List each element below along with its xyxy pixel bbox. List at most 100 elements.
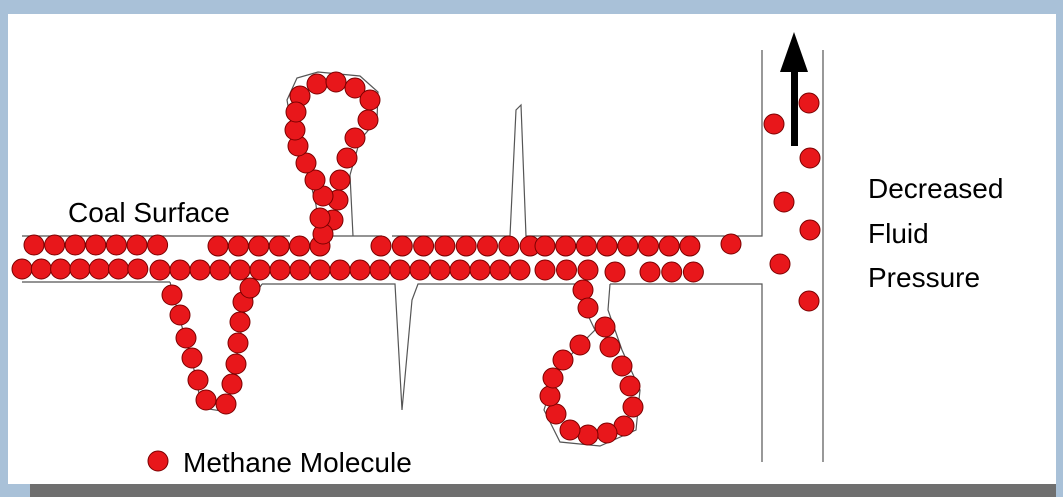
methane-molecule — [249, 259, 271, 281]
legend-label: Methane Molecule — [183, 447, 412, 478]
methane-molecule — [477, 235, 498, 257]
methane-molecule — [284, 119, 306, 141]
upward-arrow-icon — [780, 32, 808, 146]
methane-molecule — [661, 261, 683, 283]
methane-molecule — [429, 259, 451, 281]
methane-molecule — [325, 71, 347, 93]
methane-molecule — [344, 127, 366, 149]
legend-molecule-icon — [147, 450, 169, 472]
methane-molecule — [229, 259, 251, 281]
methane-molecule — [413, 235, 435, 257]
methane-molecule — [126, 234, 148, 256]
methane-molecule — [455, 235, 477, 257]
methane-molecule — [309, 207, 331, 229]
frame-shadow — [30, 484, 1056, 497]
methane-molecule — [169, 304, 191, 326]
methane-molecule — [295, 152, 317, 174]
methane-molecule — [207, 235, 229, 257]
methane-molecule — [596, 422, 618, 444]
methane-molecule — [370, 235, 392, 257]
methane-molecule — [569, 334, 591, 356]
methane-molecule — [639, 261, 661, 283]
methane-molecule — [617, 235, 639, 257]
methane-molecule — [720, 233, 742, 255]
methane-molecule — [658, 235, 680, 257]
methane-molecule — [181, 347, 203, 369]
methane-molecule — [769, 253, 791, 275]
methane-molecule — [50, 258, 72, 280]
methane-molecule — [229, 311, 251, 333]
methane-molecule — [127, 258, 149, 280]
methane-molecule — [329, 169, 351, 191]
methane-molecule — [161, 284, 183, 306]
methane-molecule — [682, 261, 704, 283]
methane-molecule — [23, 234, 45, 256]
methane-molecule — [88, 258, 110, 280]
methane-molecule — [599, 336, 621, 358]
methane-molecule — [227, 235, 249, 257]
methane-molecule — [611, 355, 633, 377]
methane-molecule — [69, 258, 91, 280]
coal-surface-label: Coal Surface — [68, 197, 230, 228]
methane-molecule — [577, 259, 599, 281]
methane-molecule — [798, 92, 820, 114]
methane-molecule — [534, 235, 556, 257]
methane-molecule — [434, 235, 456, 257]
methane-molecule — [773, 191, 795, 213]
methane-molecule — [604, 261, 626, 283]
methane-molecule — [577, 297, 599, 319]
pressure-label-line3: Pressure — [868, 262, 980, 293]
methane-molecule — [638, 235, 659, 257]
methane-molecule — [534, 259, 556, 281]
methane-molecule — [619, 375, 641, 397]
methane-molecule — [449, 259, 471, 281]
methane-molecule — [225, 353, 247, 375]
methane-molecule — [85, 234, 107, 256]
methane-molecule — [596, 235, 618, 257]
methane-molecule — [555, 235, 577, 257]
methane-molecule — [289, 259, 311, 281]
methane-molecule — [108, 258, 129, 280]
methane-molecule — [575, 235, 597, 257]
methane-molecule — [189, 259, 211, 281]
methane-molecule — [215, 393, 237, 415]
methane-molecule — [359, 89, 381, 111]
pressure-label-line2: Fluid — [868, 218, 929, 249]
methane-molecule — [572, 279, 594, 301]
methane-molecule — [309, 259, 331, 281]
methane-molecules — [11, 71, 821, 446]
methane-molecule — [559, 419, 581, 441]
methane-molecule — [30, 258, 52, 280]
methane-molecule — [798, 290, 820, 312]
methane-molecule — [304, 169, 326, 191]
methane-molecule — [349, 259, 371, 281]
methane-molecule — [64, 234, 86, 256]
methane-molecule — [268, 235, 290, 257]
methane-molecule — [469, 259, 491, 281]
methane-molecule — [149, 259, 171, 281]
methane-molecule — [248, 235, 270, 257]
pressure-label-line1: Decreased — [868, 173, 1003, 204]
methane-molecule — [329, 259, 351, 281]
methane-molecule — [209, 259, 231, 281]
methane-molecule — [11, 258, 33, 280]
methane-molecule — [489, 259, 511, 281]
methane-molecule — [545, 403, 567, 425]
methane-molecule — [105, 234, 127, 256]
methane-molecule — [799, 147, 821, 169]
methane-molecule — [306, 73, 328, 95]
methane-molecule — [542, 367, 564, 389]
methane-molecule — [799, 219, 821, 241]
methane-molecule — [227, 332, 249, 354]
methane-molecule — [357, 109, 379, 131]
methane-molecule — [369, 259, 391, 281]
methane-molecule — [594, 316, 616, 338]
methane-molecule — [336, 147, 358, 169]
methane-molecule — [195, 389, 217, 411]
methane-molecule — [679, 235, 701, 257]
methane-molecule — [175, 327, 197, 349]
methane-molecule — [577, 424, 599, 446]
methane-molecule — [285, 101, 307, 123]
